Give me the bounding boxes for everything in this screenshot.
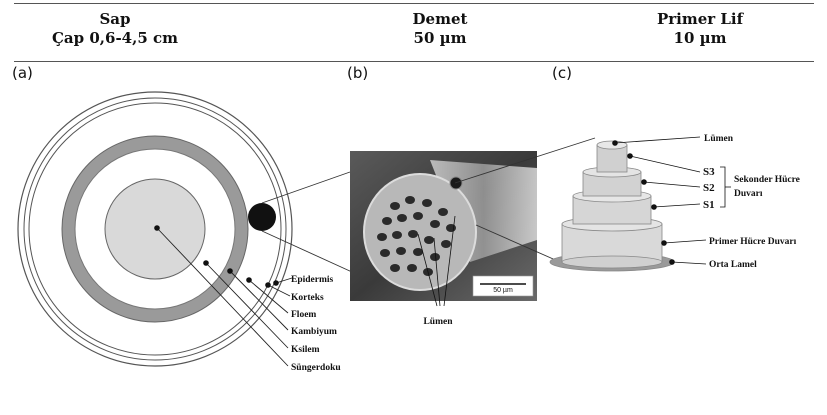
fiber-size: 10 µm [673, 29, 727, 47]
panel-a-pointer-dots [154, 225, 279, 288]
scale-bar-box [472, 275, 534, 297]
label-s2: S2 [703, 182, 715, 194]
panel-c-tag: (c) [552, 64, 572, 82]
label-secondary-wall-line1: Sekonder Hücre [734, 175, 800, 185]
header-col-bundle: Demet 50 µm [380, 10, 500, 48]
label-epidermis: Epidermis [291, 275, 334, 285]
label-primary-wall: Primer Hücre Duvarı [709, 237, 797, 247]
label-xylem: Ksilem [291, 345, 320, 355]
lumen-pores [377, 176, 463, 276]
label-cambium: Kambiyum [291, 327, 337, 337]
label-sponge-tissue: Süngerdoku [291, 363, 341, 373]
label-s3: S3 [703, 166, 715, 178]
bottom-rule [14, 61, 814, 62]
s3-side [596, 144, 628, 173]
sem-bundle-image: 50 µm [350, 151, 537, 301]
scale-bar-label: 50 µm [493, 287, 513, 294]
zoom-connector-a-b [261, 171, 353, 273]
bundle-highlight-dot [248, 203, 276, 231]
stem-diameter: Çap 0,6-4,5 cm [51, 29, 178, 47]
panel-a-tag: (a) [12, 64, 33, 82]
panel-b-lumen-leaders [417, 215, 456, 307]
top-rule [14, 3, 814, 4]
stem-title: Sap [99, 10, 131, 28]
label-secondary-wall-line2: Duvarı [734, 189, 763, 199]
bundle-size: 50 µm [413, 29, 467, 47]
label-cortex: Korteks [291, 293, 324, 303]
label-lumen-sem: Lümen [423, 317, 453, 327]
primary-wall-bottom [561, 255, 663, 269]
panel-a-leaders [156, 227, 293, 367]
label-middle-lamella: Orta Lamel [709, 260, 757, 270]
bundle-end-face [363, 173, 477, 291]
fiber-title: Primer Lif [656, 10, 744, 28]
label-phloem: Floem [291, 310, 316, 320]
header-col-primary-fiber: Primer Lif 10 µm [630, 10, 770, 48]
label-lumen-model: Lümen [704, 134, 734, 144]
table-header: Sap Çap 0,6-4,5 cm Demet 50 µm Primer Li… [0, 0, 827, 66]
panel-c-leaders [614, 136, 731, 265]
label-s1: S1 [703, 199, 715, 211]
bundle-title: Demet [412, 10, 468, 28]
panel-b-tag: (b) [347, 64, 369, 82]
zoom-connector-b-c [454, 137, 596, 263]
header-col-stem: Sap Çap 0,6-4,5 cm [40, 10, 190, 48]
